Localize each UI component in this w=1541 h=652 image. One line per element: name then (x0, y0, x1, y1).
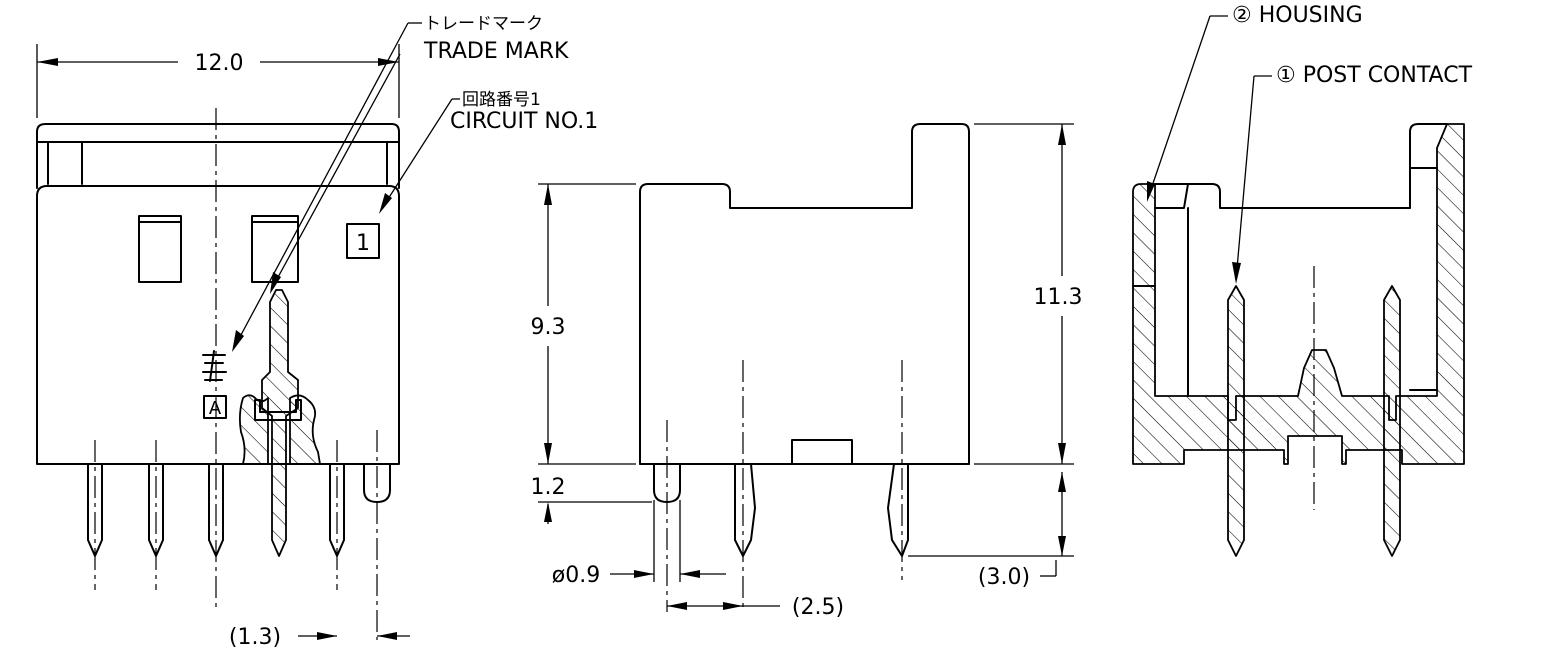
dim-pitch: (2.5) (792, 595, 844, 620)
section-housing (1132, 123, 1465, 465)
section-view (1132, 123, 1465, 557)
dim-height-total: 11.3 (1034, 285, 1083, 310)
trade-mark-en: TRADE MARK (423, 39, 569, 64)
section-contact-right (1383, 285, 1401, 557)
housing-label: ② HOUSING (1232, 3, 1363, 28)
dim-boss-height: 1.2 (531, 475, 566, 500)
side-view: 9.3 1.2 ø0.9 (2.5) 11.3 ( (531, 123, 1083, 620)
circuit-number-box (346, 223, 380, 259)
section-contact-left (1227, 285, 1245, 557)
front-pins (87, 430, 391, 640)
circuit-number-text: 1 (356, 231, 370, 256)
side-pin-right (887, 463, 909, 557)
front-body (36, 185, 400, 465)
front-window-left (138, 215, 182, 283)
front-view: 1 A 12. (36, 44, 410, 650)
trade-mark-jp: トレードマーク (424, 14, 543, 34)
dim-height-body: 9.3 (531, 315, 566, 340)
dim-post-dia: ø0.9 (552, 563, 600, 588)
circuit-en: CIRCUIT NO.1 (450, 109, 598, 134)
side-body (639, 123, 970, 465)
dim-width: 12.0 (195, 51, 244, 76)
trade-mark-glyph (202, 350, 227, 382)
marking-a-box (203, 395, 227, 419)
marking-a-text: A (209, 398, 222, 419)
circuit-callout: 回路番号1 CIRCUIT NO.1 (379, 90, 598, 214)
housing-callout: ② HOUSING (1147, 3, 1363, 202)
post-contact-label: ① POST CONTACT (1276, 63, 1473, 88)
dim-boss-offset: (1.3) (229, 625, 281, 650)
circuit-jp: 回路番号1 (462, 90, 541, 110)
dim-pin-length: (3.0) (978, 565, 1030, 590)
trade-mark-callout: トレードマーク TRADE MARK (232, 14, 569, 352)
side-pin-left (734, 463, 756, 557)
post-contact-callout: ① POST CONTACT (1232, 63, 1473, 284)
front-top-wall (36, 123, 400, 189)
front-post-contact (261, 289, 299, 557)
